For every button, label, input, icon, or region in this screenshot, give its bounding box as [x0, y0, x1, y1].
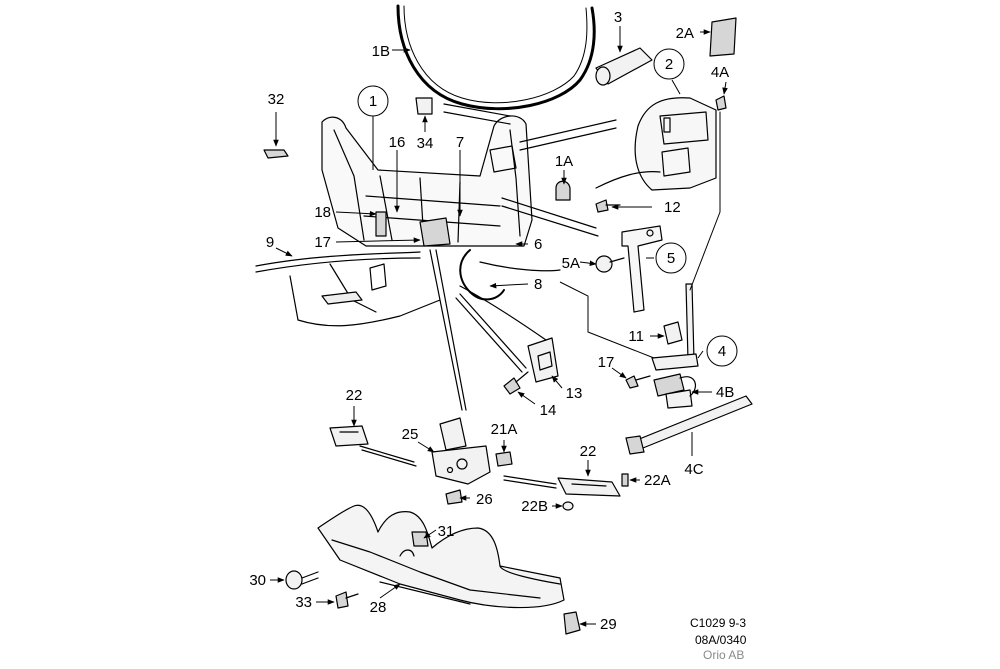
- callout-17-lower: 17: [598, 354, 615, 371]
- part-2-cover: [595, 97, 717, 191]
- part-4-strap: [651, 111, 721, 371]
- callout-5: 5: [667, 250, 675, 267]
- callout-30: 30: [249, 572, 266, 589]
- part-28-trim-panel: [317, 504, 565, 609]
- callout-4B: 4B: [716, 384, 734, 401]
- callout-33: 33: [295, 594, 312, 611]
- part-22-latch-right: [503, 475, 621, 497]
- part-4B-clamp: [653, 373, 697, 409]
- figure-publisher: Orio AB: [703, 648, 744, 662]
- callout-6: 6: [534, 236, 542, 253]
- callout-16: 16: [389, 134, 406, 151]
- callout-4C: 4C: [684, 461, 703, 478]
- figure-code: C1029 9-3: [690, 616, 746, 630]
- figure-revision: 08A/0340: [695, 633, 747, 647]
- callout-22B: 22B: [521, 498, 548, 515]
- part-25-latch-motor: [431, 417, 491, 485]
- callout-circles: [357, 48, 738, 367]
- callout-18: 18: [314, 204, 331, 221]
- callout-1B: 1B: [372, 43, 390, 60]
- callout-3: 3: [614, 9, 622, 26]
- part-33-screw: [335, 591, 359, 609]
- part-8-cable: [459, 249, 505, 301]
- callout-22-left: 22: [346, 387, 363, 404]
- callout-25: 25: [402, 426, 419, 443]
- callout-13: 13: [566, 385, 583, 402]
- diagram-reference: C1029 9-3 08A/0340 Orio AB: [690, 616, 747, 662]
- callout-11: 11: [628, 328, 644, 345]
- part-14-bolt: [503, 371, 529, 395]
- linkage-rods: [429, 103, 617, 411]
- part-5A-knob: [595, 255, 625, 273]
- callout-8: 8: [534, 276, 542, 293]
- part-3-pad: [595, 47, 653, 86]
- callout-29: 29: [600, 616, 617, 633]
- part-5-bracket: [621, 225, 663, 313]
- part-32-clip: [263, 149, 289, 159]
- part-2A-pad: [709, 17, 737, 57]
- part-11-clip: [663, 321, 683, 345]
- callout-14: 14: [540, 402, 557, 419]
- part-22-latch-left: [329, 425, 417, 467]
- callout-12: 12: [664, 199, 681, 216]
- part-26-screw: [445, 489, 463, 505]
- part-1B-seal: [396, 4, 596, 111]
- callout-22-right: 22: [580, 443, 597, 460]
- part-21A-block: [495, 451, 513, 467]
- part-22B-washer: [562, 501, 574, 511]
- callout-1: 1: [369, 93, 377, 110]
- callout-7: 7: [456, 134, 464, 151]
- callout-31: 31: [438, 523, 455, 540]
- part-9-rail-body: [255, 251, 561, 341]
- callout-labels: 1B 3 2A 2 4A 32 1 34 16 7 1A 12 18 9 17 …: [249, 9, 734, 633]
- part-4A-fitting: [715, 95, 727, 111]
- callout-17-upper: 17: [314, 234, 331, 251]
- callout-22A: 22A: [644, 472, 671, 489]
- callout-21A: 21A: [491, 421, 518, 438]
- part-30-bolt: [285, 570, 319, 590]
- part-13-bracket: [527, 337, 559, 383]
- callout-34: 34: [417, 135, 434, 152]
- part-17-screw: [625, 375, 651, 389]
- callout-5A: 5A: [562, 255, 580, 272]
- callout-26: 26: [476, 491, 493, 508]
- callout-4: 4: [718, 343, 726, 360]
- part-1A-tab: [555, 180, 571, 201]
- callout-9: 9: [266, 234, 274, 251]
- leader-lines: [270, 26, 728, 627]
- part-29-clip: [563, 611, 581, 635]
- callout-2: 2: [665, 56, 673, 73]
- callout-28: 28: [370, 599, 387, 616]
- part-22A-pin: [621, 473, 629, 487]
- part-12-screw: [595, 199, 621, 213]
- callout-1A: 1A: [555, 153, 573, 170]
- part-4C-cable-tie: [625, 395, 753, 455]
- callout-32: 32: [268, 91, 285, 108]
- callout-2A: 2A: [676, 25, 694, 42]
- callout-4A: 4A: [711, 64, 729, 81]
- part-34-square: [415, 97, 433, 115]
